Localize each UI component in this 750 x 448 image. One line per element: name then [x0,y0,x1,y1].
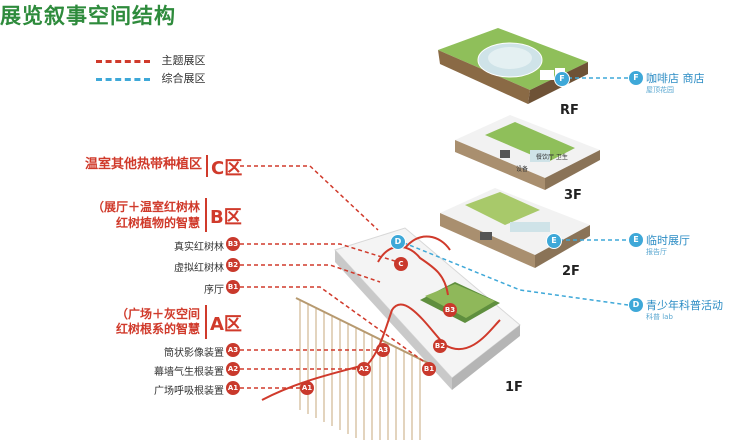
section-c-title: 温室其他热带种植区 [84,157,202,172]
badge-a1: A1 [226,381,240,395]
badge-b3: B3 [226,237,240,251]
red-flow-path [261,235,501,401]
blue-leader-lines [396,77,629,306]
model-badge-b3: B3 [443,303,457,317]
right-label-e-subtitle: 报告厅 [646,248,667,256]
model-badge-b2: B2 [433,339,447,353]
red-leader-lines [240,165,431,389]
item-b1-label: 序厅 [204,285,224,296]
item-b2-label: 虚拟红树林 [174,263,224,274]
model-badge-e: E [546,233,562,249]
item-a2-label: 幕墙气生根装置 [154,367,224,378]
model-badge-b1: B1 [422,362,436,376]
item-a1-label: 广场呼吸根装置 [154,386,224,397]
section-a-bar [205,305,207,339]
item-a3-label: 筒状影像装置 [164,348,224,359]
badge-a2: A2 [226,362,240,376]
model-text-dining: 餐饮厅 卫生 [536,154,568,161]
legend-theme-zone: 主题展区 [96,52,206,68]
floor-label-1f: 1F [505,380,523,395]
floor-label-2f: 2F [562,264,580,279]
right-label-d-title: 青少年科普活动 [646,299,723,312]
legend-blue-line [96,77,150,81]
section-b-title-line1: （展厅＋温室红树林 [91,200,200,214]
right-label-d-subtitle: 科普 lab [646,313,673,321]
floor-label-rf: RF [560,103,579,118]
legend-red-line [96,59,150,63]
model-badge-d: D [390,234,406,250]
right-label-e-title: 临时展厅 [646,234,690,247]
rf-floor-model [438,28,588,104]
section-a-title-line2: 红树根系的智慧 [115,322,200,336]
badge-b1: B1 [226,280,240,294]
section-c-letter: C区 [211,158,243,179]
section-b-title-line2: 红树植物的智慧 [115,216,200,230]
model-badge-a3: A3 [376,343,390,357]
legend-theme-label: 主题展区 [161,54,206,67]
right-badge-f: F [628,70,644,86]
model-text-equipment: 设备 [516,166,529,173]
legend-general-label: 综合展区 [161,72,206,85]
1f-floor-model [295,227,521,440]
right-label-f-subtitle: 屋顶花园 [646,86,674,94]
floor-label-3f: 3F [564,188,582,203]
page-title: 展览叙事空间结构 [0,4,176,28]
right-label-f-title: 咖啡店 商店 [646,72,705,85]
legend-general-zone: 综合展区 [96,70,206,86]
section-c-bar [206,155,208,177]
section-b-letter: B区 [210,207,242,228]
model-badge-f: F [554,71,570,87]
model-badge-a2: A2 [357,362,371,376]
section-b-bar [205,198,207,232]
model-badge-c: C [394,257,408,271]
badge-b2: B2 [226,258,240,272]
badge-a3: A3 [226,343,240,357]
section-a-title-line1: （广场＋灰空间 [115,307,200,321]
section-a-letter: A区 [210,314,242,335]
model-badge-a1: A1 [300,381,314,395]
3f-floor-model [455,115,600,190]
right-badge-e: E [628,232,644,248]
right-badge-d: D [628,297,644,313]
item-b3-label: 真实红树林 [174,242,224,253]
